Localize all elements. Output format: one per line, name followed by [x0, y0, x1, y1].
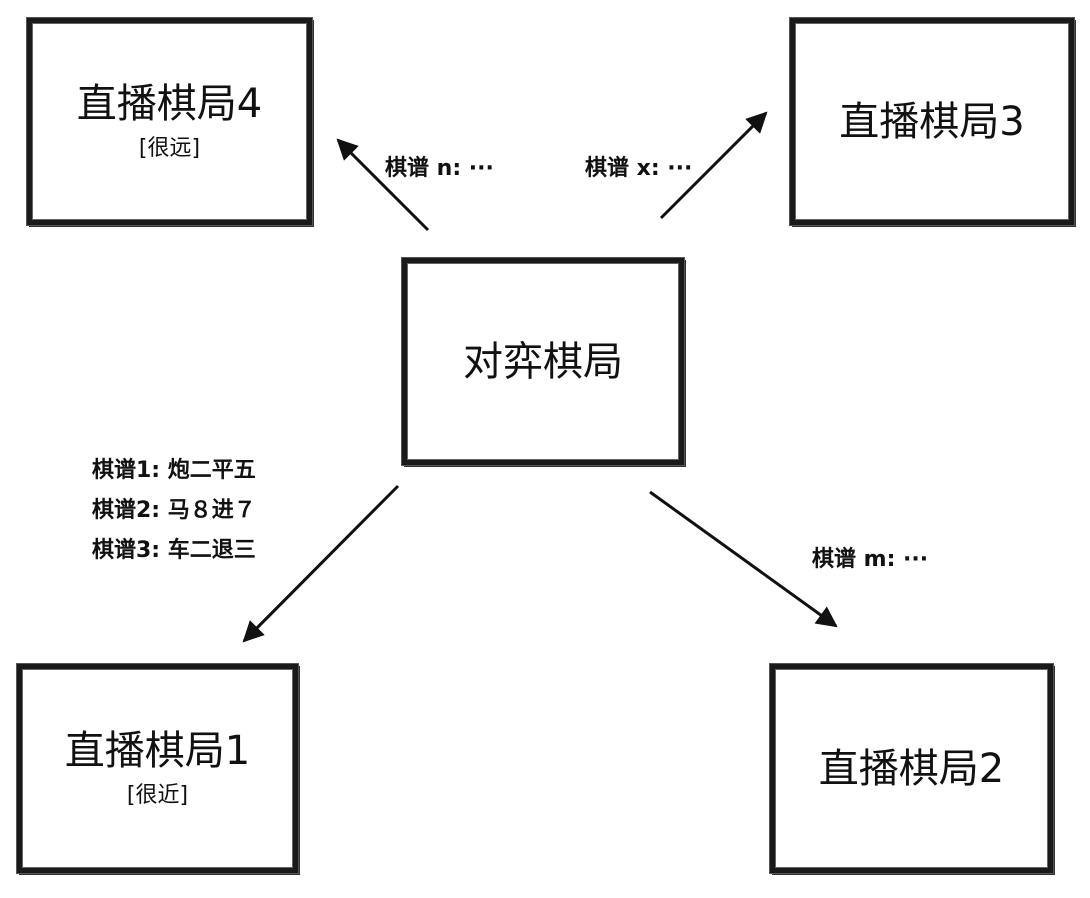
arrow-to-game1	[242, 484, 400, 643]
live-game-2-title: 直播棋局2	[818, 745, 1005, 792]
center-game-box: 对弈棋局	[402, 258, 684, 465]
live-game-2-box: 直播棋局2	[770, 664, 1053, 873]
arrow-to-game3	[659, 111, 768, 220]
move-line-2: 棋谱2: 马８进７	[92, 498, 256, 523]
arrow-to-game4	[336, 138, 430, 232]
edge-label-game1-moves: 棋谱1: 炮二平五 棋谱2: 马８进７ 棋谱3: 车二退三	[92, 451, 256, 571]
move-line-3: 棋谱3: 车二退三	[92, 538, 256, 563]
live-game-1-note: [很近]	[126, 782, 189, 808]
edge-label-game3: 棋谱 x: ···	[585, 156, 693, 181]
edge-label-game4: 棋谱 n: ···	[385, 156, 494, 181]
move-line-1: 棋谱1: 炮二平五	[92, 458, 256, 483]
live-game-4-box: 直播棋局4 [很远]	[27, 18, 312, 225]
live-game-3-box: 直播棋局3	[790, 18, 1074, 225]
center-game-title: 对弈棋局	[463, 338, 623, 385]
arrow-to-game2	[649, 490, 838, 628]
live-game-3-title: 直播棋局3	[839, 98, 1025, 145]
edge-label-game2: 棋谱 m: ···	[812, 547, 929, 572]
live-game-4-note: [很远]	[138, 135, 201, 161]
live-game-4-title: 直播棋局4	[76, 80, 263, 127]
live-game-1-title: 直播棋局1	[64, 727, 251, 774]
live-game-1-box: 直播棋局1 [很近]	[17, 664, 298, 873]
